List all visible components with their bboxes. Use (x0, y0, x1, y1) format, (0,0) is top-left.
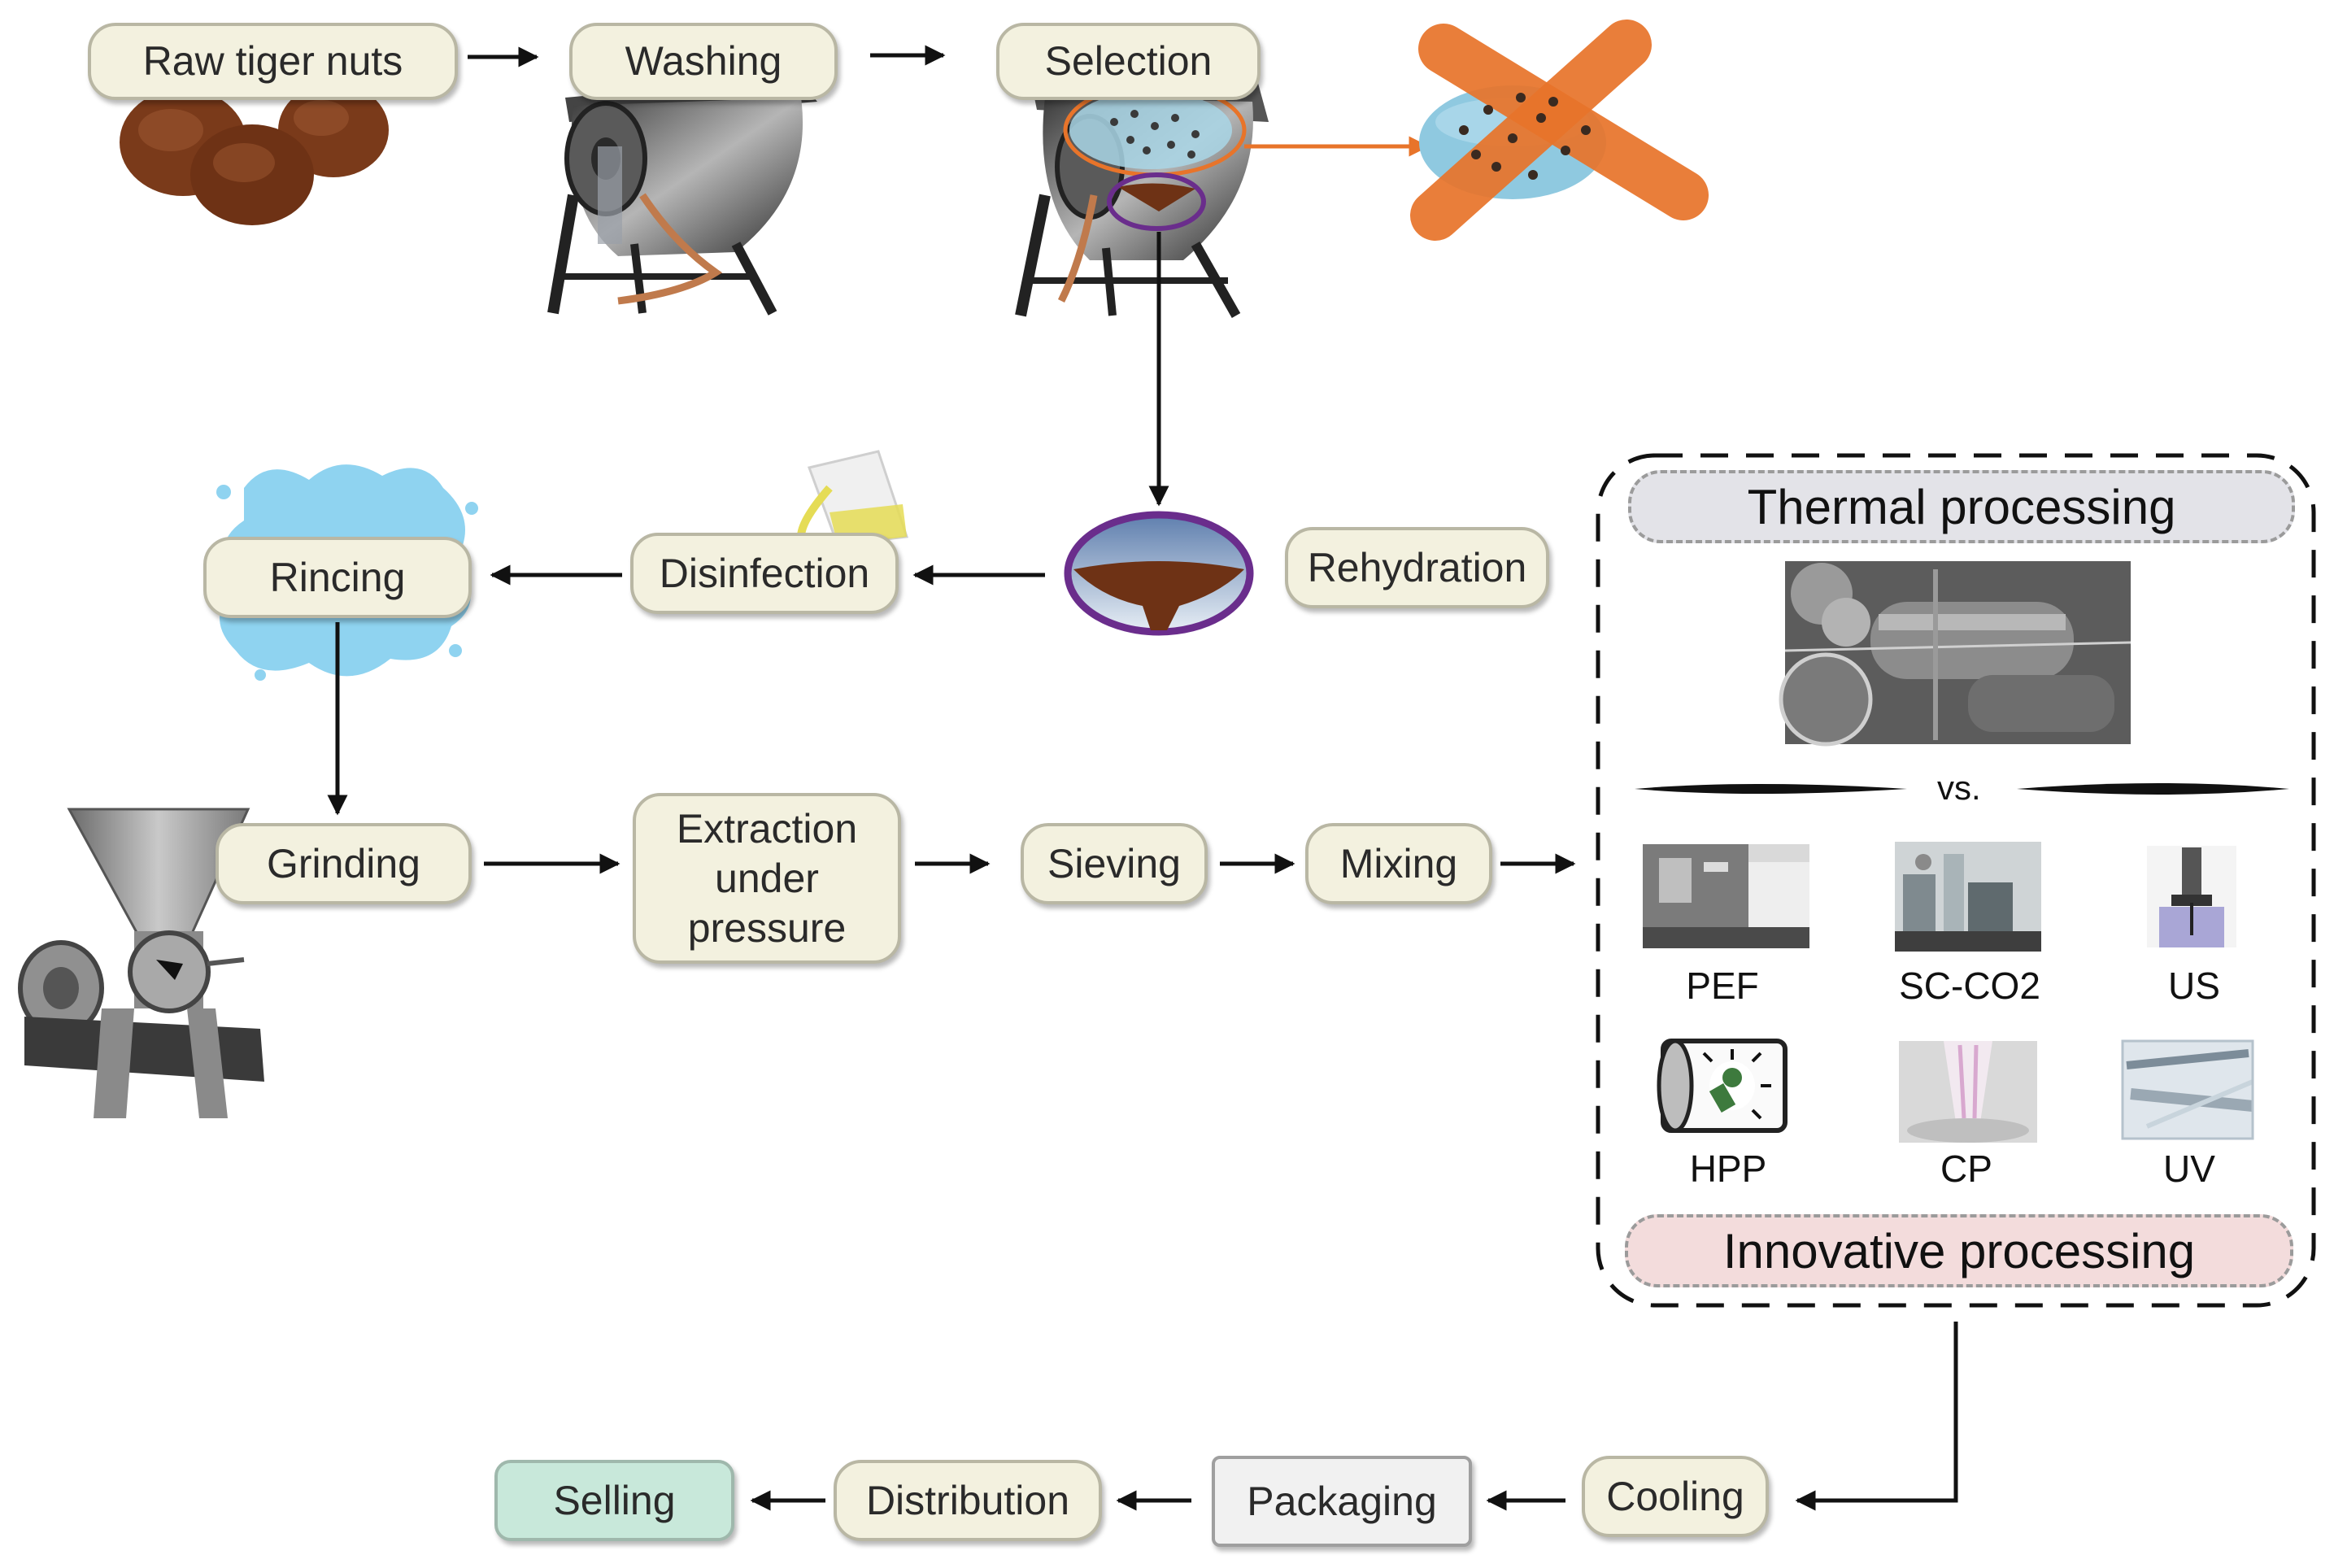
step-raw-tiger-nuts: Raw tiger nuts (88, 23, 458, 100)
vs-divider (1635, 783, 2289, 795)
pef-photo (1643, 844, 1809, 948)
rehydration-bowl-illustration (1064, 511, 1254, 636)
step-selling: Selling (494, 1460, 734, 1541)
step-sieving: Sieving (1021, 823, 1208, 904)
disinfection-jug-illustration (797, 450, 909, 547)
step-rehydration: Rehydration (1285, 527, 1549, 608)
method-label-uv: UV (2163, 1148, 2215, 1190)
uv-photo (2121, 1039, 2254, 1140)
innovative-processing-band: Innovative processing (1625, 1214, 2293, 1287)
selection-machine-illustration (1015, 77, 1269, 318)
step-mixing: Mixing (1305, 823, 1492, 904)
step-washing: Washing (569, 23, 838, 100)
thermal-processing-photo (1779, 561, 2132, 747)
method-label-sc-co2: SC-CO2 (1899, 965, 2040, 1007)
arrow-processing-to-cooling (1795, 1322, 1958, 1511)
step-grinding: Grinding (216, 823, 472, 904)
hpp-icon (1657, 1039, 1788, 1133)
sc-co2-photo (1895, 842, 2041, 952)
step-cooling: Cooling (1582, 1456, 1769, 1537)
method-label-pef: PEF (1686, 965, 1759, 1007)
tiger-nuts-illustration (120, 83, 389, 225)
method-label-hpp: HPP (1689, 1148, 1767, 1190)
step-extraction-under-pressure: Extraction under pressure (633, 793, 901, 964)
method-label-cp: CP (1940, 1148, 1992, 1190)
grinder-illustration (18, 808, 264, 1118)
vs-label: vs. (1937, 769, 1981, 807)
rejected-nuts-cross-icon (1410, 20, 1709, 241)
step-distribution: Distribution (834, 1460, 1102, 1541)
step-rincing: Rincing (203, 537, 472, 618)
us-photo (2147, 846, 2236, 947)
processing-panel-frame (1596, 453, 2316, 1308)
step-packaging: Packaging (1212, 1456, 1472, 1547)
thermal-processing-band: Thermal processing (1628, 470, 2295, 543)
washing-machine-illustration (547, 77, 817, 316)
step-disinfection: Disinfection (630, 533, 899, 614)
step-selection: Selection (996, 23, 1261, 100)
cp-photo (1899, 1041, 2037, 1143)
method-label-us: US (2168, 965, 2220, 1007)
